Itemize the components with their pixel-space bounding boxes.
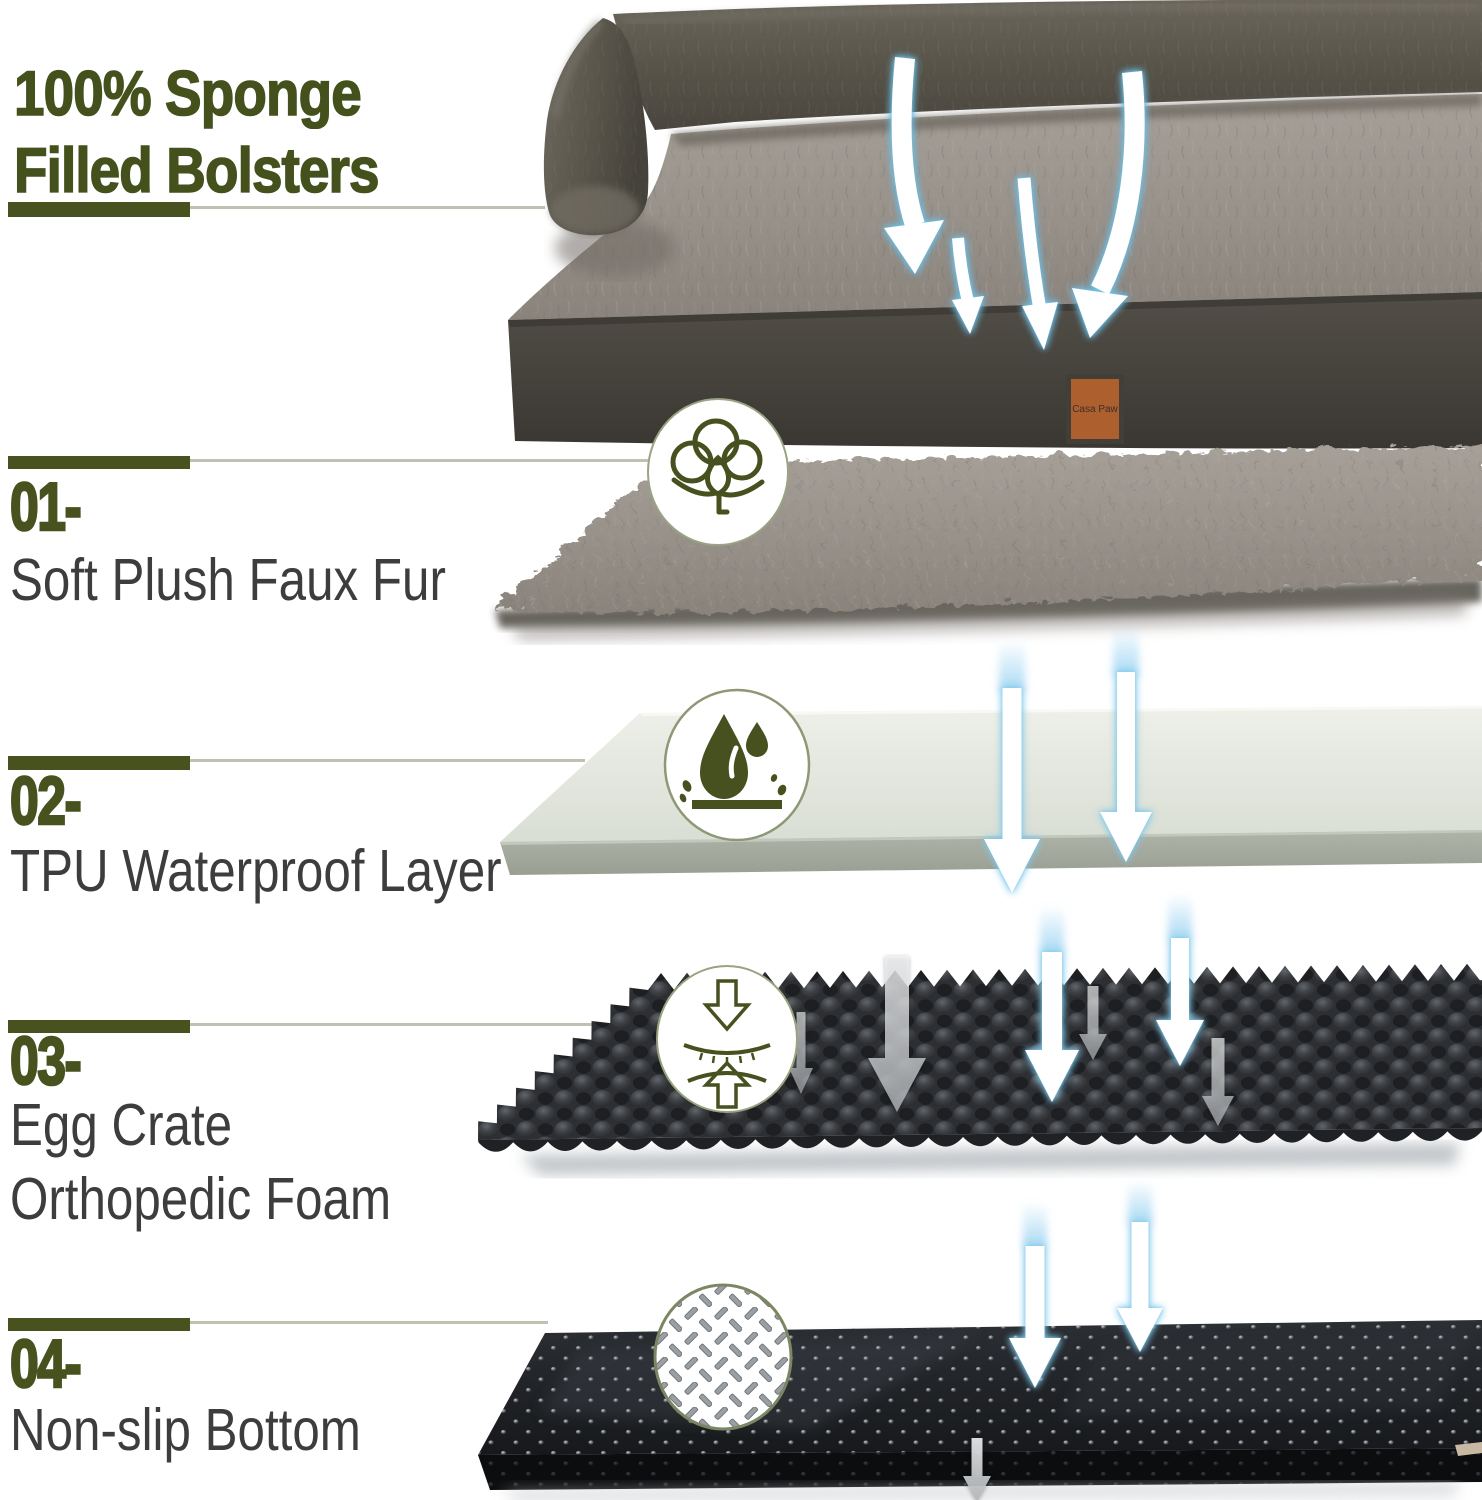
section3-rule-line — [190, 1023, 605, 1026]
section3-label-line1: Egg Crate — [10, 1092, 233, 1158]
pressure-arrows — [789, 956, 1234, 1500]
title-rule-bar — [8, 202, 190, 217]
airflow-arrows — [884, 57, 1145, 350]
water-repel-icon — [663, 688, 811, 842]
cotton-icon — [647, 398, 789, 546]
anti-slip-texture-icon — [653, 1283, 793, 1431]
section4-number: 04- — [9, 1326, 83, 1402]
section2-rule-line — [190, 759, 585, 762]
title-line-1: 100% Sponge — [13, 59, 362, 129]
foam-front-scallops — [478, 1128, 1482, 1152]
layer-plush-faux-fur — [490, 443, 1482, 640]
title-line-2: Filled Bolsters — [13, 136, 380, 206]
section3-rule-bar — [8, 1020, 190, 1033]
section1-number: 01- — [9, 469, 83, 545]
section2-label: TPU Waterproof Layer — [10, 838, 502, 904]
section1-label: Soft Plush Faux Fur — [10, 547, 446, 613]
section2-number: 02- — [9, 763, 83, 839]
brand-tag: Casa Paw — [1066, 374, 1124, 444]
section4-label: Non-slip Bottom — [10, 1397, 361, 1463]
water-resist-arrows — [984, 672, 1204, 1388]
brand-tag-text: Casa Paw — [1072, 404, 1118, 415]
section4-rule-bar — [8, 1318, 190, 1331]
section3-label-line2: Orthopedic Foam — [10, 1166, 392, 1232]
section4-rule-line — [190, 1321, 548, 1324]
pressure-relief-icon — [656, 965, 798, 1113]
section3-number: 03- — [9, 1023, 83, 1099]
section2-rule-bar — [8, 756, 190, 770]
title-rule-line — [190, 206, 545, 209]
section1-rule-bar — [8, 456, 190, 469]
section1-rule-line — [190, 459, 655, 462]
